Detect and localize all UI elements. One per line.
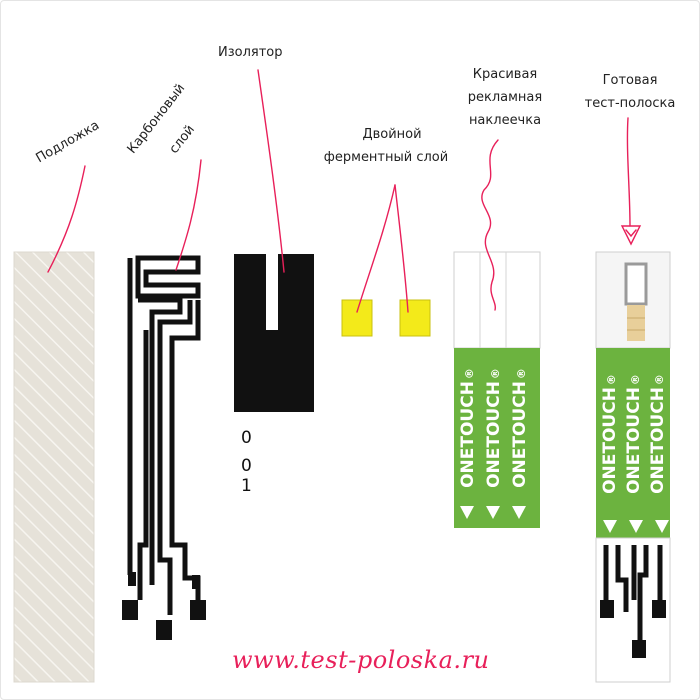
pointer-insulator — [257, 69, 285, 273]
pointer-enzyme-left — [356, 184, 396, 313]
label-sticker-line1: Красивая — [472, 67, 538, 82]
finished-brand-column-3: ONETOUCH® — [646, 352, 670, 516]
label-enzyme-line1: Двойной — [362, 127, 422, 142]
digit-line-2: 0 — [241, 456, 252, 476]
finished-brand-column-2: ONETOUCH® — [622, 352, 646, 516]
pointer-sticker — [481, 139, 499, 311]
label-sticker-line3: наклеечка — [468, 113, 542, 128]
substrate-layer — [13, 251, 95, 683]
registered-mark: ® — [653, 374, 666, 386]
label-finished-line2: тест-полоска — [584, 96, 676, 111]
carbon-layer — [127, 255, 201, 615]
label-enzyme-line2: ферментный слой — [323, 150, 449, 165]
pointer-lines — [47, 69, 642, 313]
registered-mark: ® — [515, 368, 528, 380]
insulator-layer — [234, 254, 314, 412]
label-finished-line1: Готовая — [602, 73, 658, 88]
label-insulator: Изолятор — [218, 45, 283, 60]
finished-brand-column-1: ONETOUCH® — [598, 352, 622, 516]
registered-mark: ® — [489, 368, 502, 380]
finished-test-strip — [595, 251, 671, 683]
pointer-carbon — [175, 159, 202, 271]
sticker-brand-column-2: ONETOUCH® — [482, 348, 506, 508]
sticker-brand-text: ONETOUCH — [458, 381, 478, 488]
carbon-layer-contacts — [122, 572, 206, 640]
registered-mark: ® — [629, 374, 642, 386]
sticker-brand-column-3: ONETOUCH® — [508, 348, 532, 508]
enzyme-pad-left — [341, 299, 373, 337]
finished-brand-text: ONETOUCH — [648, 387, 668, 494]
digit-line-3: 1 — [241, 476, 252, 496]
enzyme-pad-right — [399, 299, 431, 337]
sticker-brand-column-1: ONETOUCH® — [456, 348, 480, 508]
sticker-brand-text: ONETOUCH — [484, 381, 504, 488]
pointer-finished-arrowhead — [620, 225, 642, 246]
finished-brand-text: ONETOUCH — [624, 387, 644, 494]
pointer-finished — [626, 117, 631, 227]
advertising-sticker — [453, 251, 541, 528]
pointer-enzyme-right — [394, 184, 409, 313]
finished-brand-text: ONETOUCH — [600, 387, 620, 494]
registered-mark: ® — [463, 368, 476, 380]
pointer-substrate — [47, 165, 86, 273]
sticker-brand-text: ONETOUCH — [510, 381, 530, 488]
registered-mark: ® — [605, 374, 618, 386]
footer-url-link[interactable]: www.test-poloska.ru — [232, 646, 490, 674]
label-sticker-line2: рекламная — [467, 90, 543, 105]
digit-line-1: 0 — [241, 428, 252, 448]
